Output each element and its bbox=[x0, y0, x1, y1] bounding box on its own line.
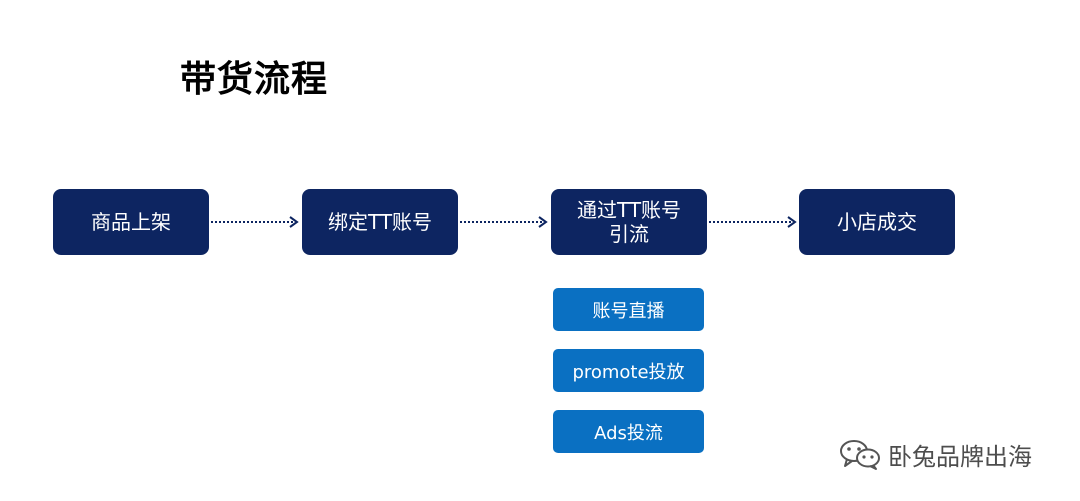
flow-arrow-icon bbox=[709, 216, 797, 228]
flow-arrow-icon bbox=[460, 216, 548, 228]
step-label-line-2: 引流 bbox=[609, 222, 649, 246]
page-title: 带货流程 bbox=[180, 59, 329, 100]
method-ads: Ads投流 bbox=[553, 410, 704, 453]
flow-arrow-icon bbox=[211, 216, 299, 228]
step-bind-tt-account: 绑定TT账号 bbox=[302, 189, 458, 255]
method-label: promote投放 bbox=[572, 361, 685, 383]
watermark: 卧兔品牌出海 bbox=[838, 434, 1032, 474]
method-live-stream: 账号直播 bbox=[553, 288, 704, 331]
step-shop-deal: 小店成交 bbox=[799, 189, 955, 255]
step-label-line-1: 通过TT账号 bbox=[576, 198, 682, 222]
step-label: 绑定TT账号 bbox=[327, 210, 433, 234]
step-label: 小店成交 bbox=[837, 210, 917, 234]
wechat-icon bbox=[840, 440, 880, 470]
method-promote: promote投放 bbox=[553, 349, 704, 392]
step-drive-traffic: 通过TT账号 引流 bbox=[551, 189, 707, 255]
step-list-products: 商品上架 bbox=[53, 189, 209, 255]
step-label: 商品上架 bbox=[91, 210, 171, 234]
method-label: Ads投流 bbox=[594, 422, 663, 444]
watermark-text: 卧兔品牌出海 bbox=[888, 442, 1032, 471]
method-label: 账号直播 bbox=[592, 300, 665, 322]
